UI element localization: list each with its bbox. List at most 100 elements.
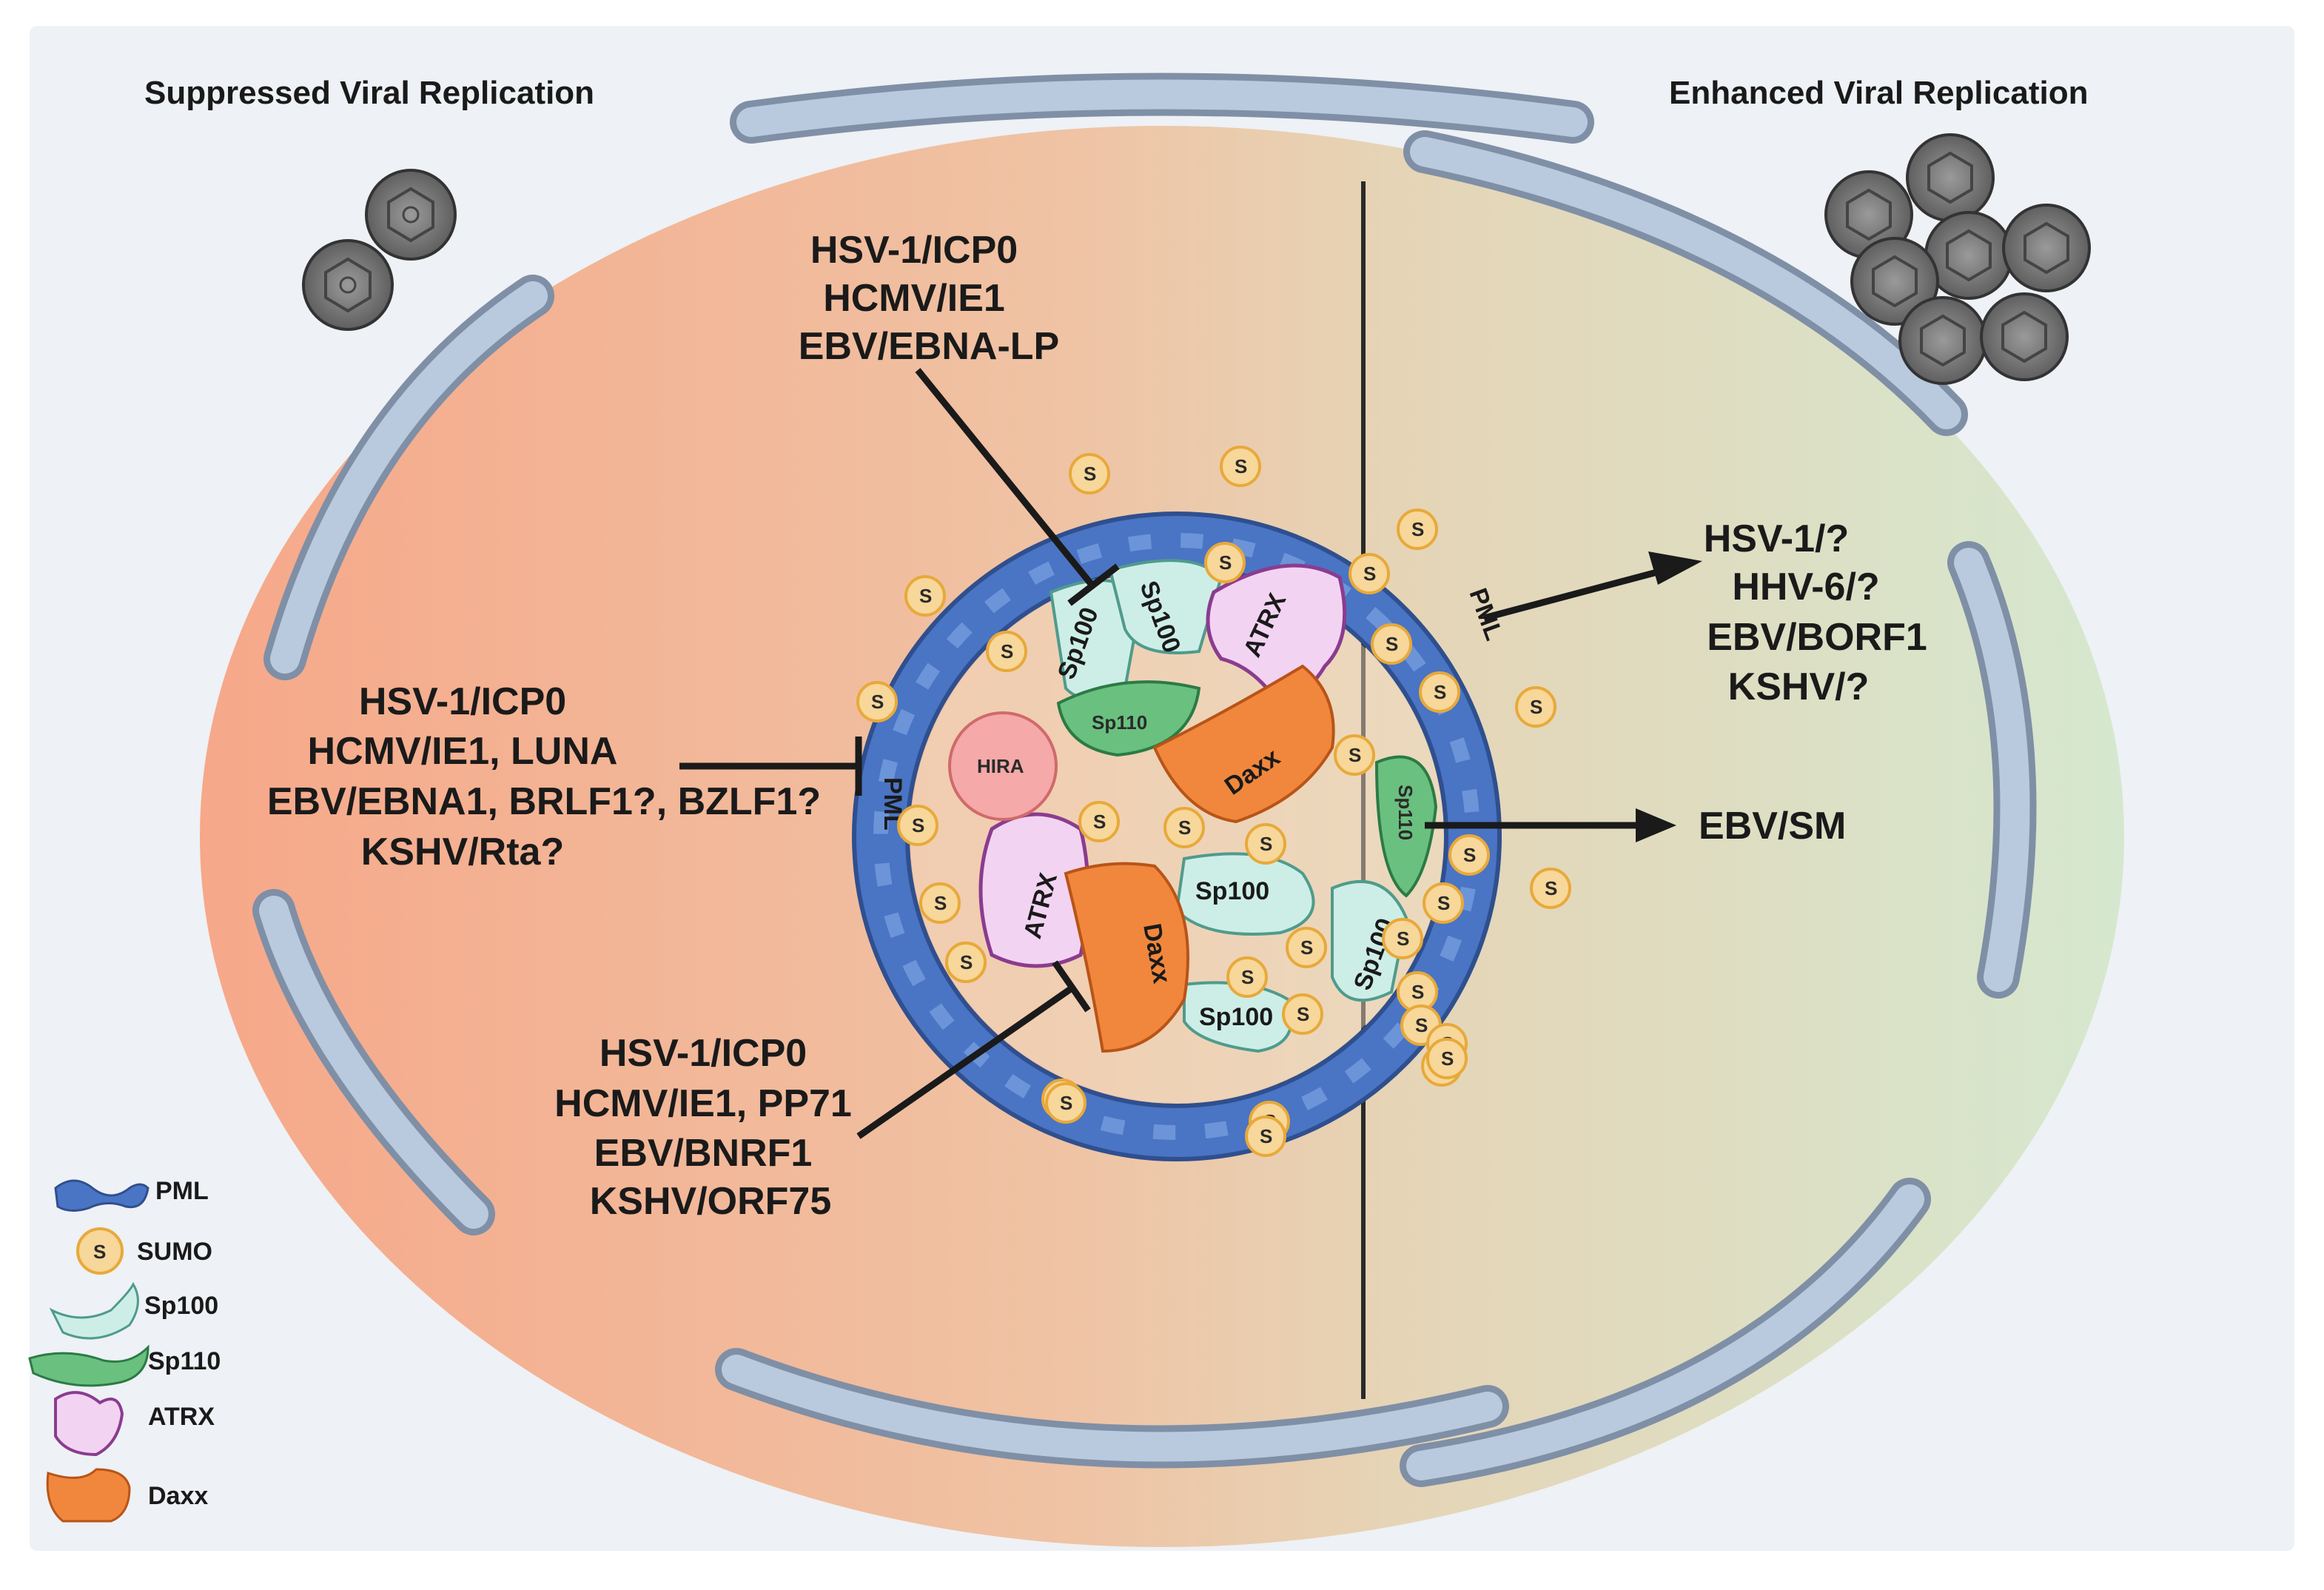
- sumo-icon: S: [1204, 542, 1246, 583]
- svg-text:S: S: [1297, 1003, 1309, 1025]
- svg-text:S: S: [1411, 518, 1424, 540]
- svg-text:S: S: [1235, 455, 1247, 477]
- svg-text:S: S: [1441, 1047, 1454, 1070]
- sumo-icon: S: [1245, 823, 1286, 865]
- sumo-icon: S: [1163, 807, 1205, 848]
- right-text-line: HSV-1/?: [1704, 517, 1850, 560]
- svg-text:S: S: [1545, 877, 1557, 899]
- sumo-icon: S: [919, 882, 961, 924]
- svg-text:S: S: [960, 951, 973, 973]
- atrx-protein: ATRX: [978, 812, 1090, 968]
- virus-icon: [1906, 133, 1995, 222]
- legend-item: ATRX: [54, 1391, 215, 1457]
- hira-label: HIRA: [977, 755, 1024, 777]
- svg-text:S: S: [1463, 844, 1476, 866]
- activation-line-top: [1482, 566, 1667, 622]
- sp110-protein: Sp110: [1374, 755, 1438, 898]
- right-text-line: KSHV/?: [1728, 665, 1870, 708]
- legend-label: SUMO: [137, 1238, 212, 1266]
- sumo-icon: S: [1282, 993, 1323, 1035]
- legend-item: S SUMO: [76, 1227, 212, 1275]
- svg-text:S: S: [1178, 816, 1191, 839]
- sumo-icon: S: [1426, 1038, 1468, 1079]
- right-single-label: EBV/SM: [1699, 805, 1846, 848]
- atrx-icon: [54, 1391, 124, 1457]
- legend-label: Daxx: [148, 1482, 208, 1510]
- sumo-icon: S: [1448, 834, 1490, 876]
- virus-group-left: [302, 169, 457, 331]
- sumo-icon: S: [1045, 1082, 1087, 1124]
- virus-icon: [1980, 292, 2069, 381]
- bottom-text-line: EBV/BNRF1: [594, 1132, 813, 1175]
- legend-item: Daxx: [46, 1468, 208, 1523]
- left-text-line: EBV/EBNA1, BRLF1?, BZLF1?: [267, 780, 821, 823]
- virus-icon: [1898, 296, 1987, 385]
- svg-text:S: S: [1437, 892, 1450, 914]
- inhibitor-line-bottom: [856, 985, 1074, 1139]
- svg-text:S: S: [1300, 936, 1313, 959]
- legend: PML S SUMO Sp100 Sp110 ATRX Daxx: [28, 1177, 221, 1523]
- sp110-icon: [28, 1344, 150, 1387]
- legend-item: PML: [54, 1177, 209, 1212]
- svg-text:S: S: [1415, 1014, 1428, 1036]
- svg-text:S: S: [1411, 981, 1424, 1003]
- left-text-line: HCMV/IE1, LUNA: [308, 730, 618, 773]
- top-text-block: HSV-1/ICP0 HCMV/IE1 EBV/EBNA-LP: [799, 229, 1059, 368]
- daxx-protein: Daxx: [1064, 862, 1189, 1053]
- right-text-line: HHV-6/?: [1732, 566, 1879, 608]
- nuclear-envelope-inner: [259, 79, 2030, 1480]
- svg-text:S: S: [1260, 1125, 1272, 1147]
- virus-group-right: [1824, 133, 2091, 385]
- sumo-icon: S: [1397, 971, 1438, 1013]
- pml-icon: [54, 1179, 150, 1212]
- pml-nuclear-body: PML PML Sp100 Sp100 Sp100 Sp100 Sp100 Sp…: [852, 446, 1571, 1161]
- left-title: Suppressed Viral Replication: [144, 75, 594, 111]
- sumo-icon: S: [986, 631, 1027, 672]
- sp110-protein: Sp110: [1056, 680, 1201, 757]
- sumo-icon: S: [1078, 801, 1120, 842]
- legend-label: ATRX: [148, 1403, 215, 1431]
- sumo-icon: S: [76, 1227, 124, 1275]
- sp100-protein: Sp100: [1175, 852, 1315, 936]
- sp110-label: Sp110: [1092, 711, 1147, 734]
- sp100-label: Sp100: [1195, 877, 1269, 905]
- sumo-icon: S: [1245, 1116, 1286, 1157]
- svg-text:S: S: [1260, 833, 1272, 855]
- svg-text:S: S: [1434, 681, 1446, 703]
- svg-text:S: S: [1001, 640, 1013, 662]
- sumo-icon: S: [1226, 956, 1268, 998]
- sumo-icon: S: [1423, 882, 1464, 924]
- arrow-head-bottom-icon: [1636, 808, 1676, 842]
- sumo-icon: S: [1397, 509, 1438, 550]
- sumo-icon: S: [897, 805, 938, 846]
- bottom-text-block: HSV-1/ICP0 HCMV/IE1, PP71 EBV/BNRF1 KSHV…: [554, 1032, 852, 1223]
- virus-icon: [1850, 237, 1939, 326]
- inhibitor-line-top: [915, 368, 1095, 587]
- svg-text:S: S: [1386, 633, 1398, 655]
- svg-text:S: S: [93, 1241, 106, 1263]
- right-text-block: HSV-1/? HHV-6/? EBV/BORF1 KSHV/?: [1704, 517, 1927, 708]
- bottom-text-line: HSV-1/ICP0: [600, 1032, 807, 1075]
- sumo-icon: S: [1371, 623, 1412, 665]
- svg-text:S: S: [1530, 696, 1542, 718]
- svg-text:S: S: [919, 585, 932, 607]
- sumo-icon: S: [1515, 686, 1556, 728]
- inhibitor-bar-top: [1067, 563, 1120, 606]
- top-text-line: EBV/EBNA-LP: [799, 325, 1059, 368]
- sumo-icon: S: [1349, 553, 1390, 594]
- top-text-line: HSV-1/ICP0: [810, 229, 1018, 272]
- sumo-icon: S: [945, 942, 987, 983]
- svg-text:S: S: [1093, 811, 1106, 833]
- virus-icon: [302, 239, 394, 331]
- arrows: [679, 368, 1667, 1139]
- right-text-line: EBV/BORF1: [1707, 616, 1927, 659]
- sumo-icon: S: [856, 681, 898, 722]
- svg-text:S: S: [1060, 1092, 1072, 1114]
- svg-text:S: S: [871, 691, 884, 713]
- arrow-head-top-icon: [1648, 551, 1702, 585]
- bottom-text-line: KSHV/ORF75: [590, 1180, 832, 1223]
- sp100-protein: Sp100: [1108, 559, 1223, 657]
- sumo-icon: S: [1220, 446, 1261, 487]
- sumo-icon: S: [1530, 868, 1571, 909]
